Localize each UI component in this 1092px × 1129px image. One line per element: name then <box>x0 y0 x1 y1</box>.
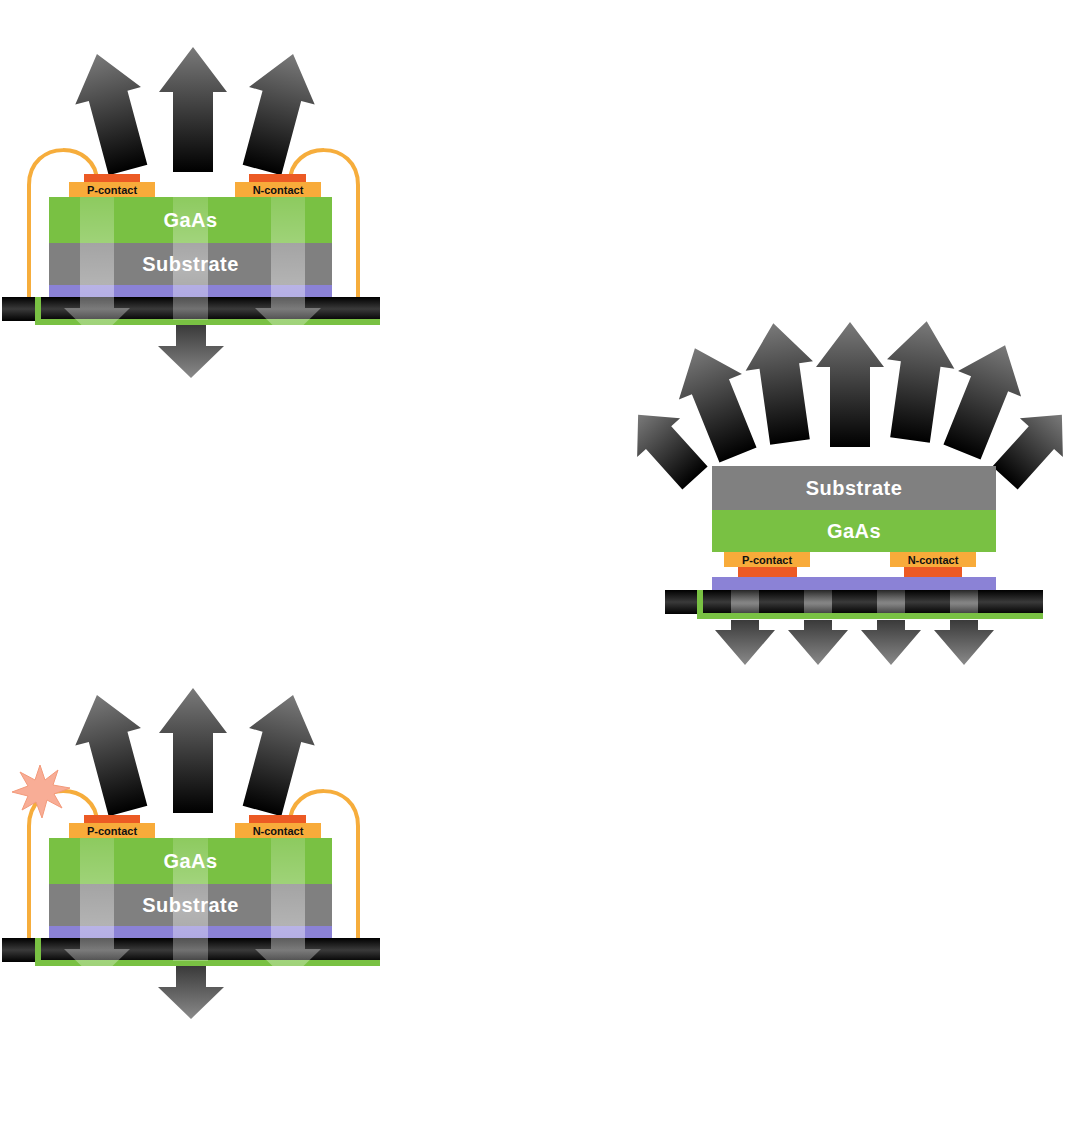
gaas-layer: GaAs <box>49 838 332 884</box>
layer-label: Substrate <box>806 477 903 500</box>
layer-label: GaAs <box>163 850 217 873</box>
chip-front <box>2 686 380 1019</box>
p-contact-box: P-contact <box>69 182 155 197</box>
light-arrow <box>816 322 884 447</box>
layer-label: GaAs <box>163 209 217 232</box>
heat-path <box>731 590 759 613</box>
gaas-layer: GaAs <box>49 197 332 243</box>
layer-label: N-contact <box>908 554 959 566</box>
light-arrow <box>740 318 824 446</box>
light-arrow <box>984 395 1084 497</box>
die-attach <box>712 577 996 590</box>
contact-pad <box>904 567 962 577</box>
heat-path <box>804 590 832 613</box>
chip-flip <box>617 316 1084 665</box>
heat-path <box>877 590 905 613</box>
layer-label: N-contact <box>253 184 304 196</box>
chip-front <box>2 45 380 378</box>
wire-break-spark <box>12 765 70 818</box>
heat-path <box>950 590 978 613</box>
n-contact-box: N-contact <box>235 823 321 838</box>
heat-arrow <box>788 620 848 665</box>
light-arrow <box>663 336 769 468</box>
light-arrow <box>876 316 960 444</box>
substrate-layer: Substrate <box>712 466 996 510</box>
n-contact-box: N-contact <box>235 182 321 197</box>
p-contact-box: P-contact <box>724 552 810 567</box>
layer-label: GaAs <box>827 520 881 543</box>
board-edge <box>697 613 1043 619</box>
contact-pad <box>738 567 797 577</box>
layer-label: N-contact <box>253 825 304 837</box>
heat-arrow <box>715 620 775 665</box>
layer-label: P-contact <box>742 554 792 566</box>
substrate-layer: Substrate <box>49 884 332 926</box>
layer-label: P-contact <box>87 184 137 196</box>
heat-arrow <box>861 620 921 665</box>
heat-arrow <box>934 620 994 665</box>
layer-label: Substrate <box>142 894 239 917</box>
layer-label: Substrate <box>142 253 239 276</box>
board <box>665 590 1043 614</box>
layer-label: P-contact <box>87 825 137 837</box>
p-contact-box: P-contact <box>69 823 155 838</box>
substrate-layer: Substrate <box>49 243 332 285</box>
gaas-layer: GaAs <box>712 510 996 552</box>
n-contact-box: N-contact <box>890 552 976 567</box>
